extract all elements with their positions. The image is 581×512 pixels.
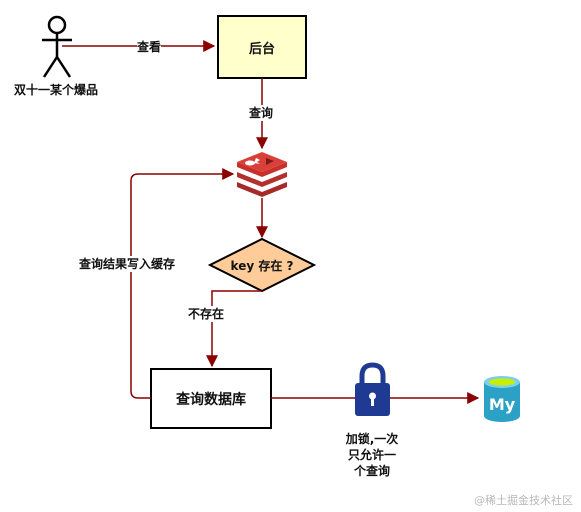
- edge-write-cache: [130, 168, 235, 399]
- database-query-label: 查询数据库: [176, 392, 246, 408]
- mysql-database-icon: My: [484, 376, 520, 422]
- lock-note-line-2: 只允许一: [347, 448, 396, 462]
- edge-label-query: 查询: [249, 105, 274, 121]
- decision-label: key 存在 ?: [230, 259, 294, 273]
- lock-note-line-1: 加锁,一次: [345, 432, 399, 446]
- database-query-node: [150, 368, 272, 429]
- redis-icon: [237, 152, 287, 197]
- backend-node: [217, 15, 307, 79]
- lock-note-line-3: 个查询: [353, 464, 390, 478]
- lock-note: 加锁,一次 只允许一 个查询: [332, 431, 412, 479]
- edge-not-exists: [206, 290, 262, 368]
- edge-label-not-exists: 不存在: [188, 306, 225, 322]
- lock-icon: [355, 362, 390, 416]
- edge-label-view: 查看: [137, 39, 162, 55]
- mysql-icon-label: My: [489, 395, 516, 414]
- watermark: @稀土掘金技术社区: [474, 494, 573, 507]
- actor-stick-figure-icon: [42, 15, 72, 78]
- backend-label: 后台: [248, 42, 275, 57]
- actor-label: 双十一某个爆品: [14, 83, 99, 97]
- edge-label-write-cache: 查询结果写入缓存: [79, 256, 176, 272]
